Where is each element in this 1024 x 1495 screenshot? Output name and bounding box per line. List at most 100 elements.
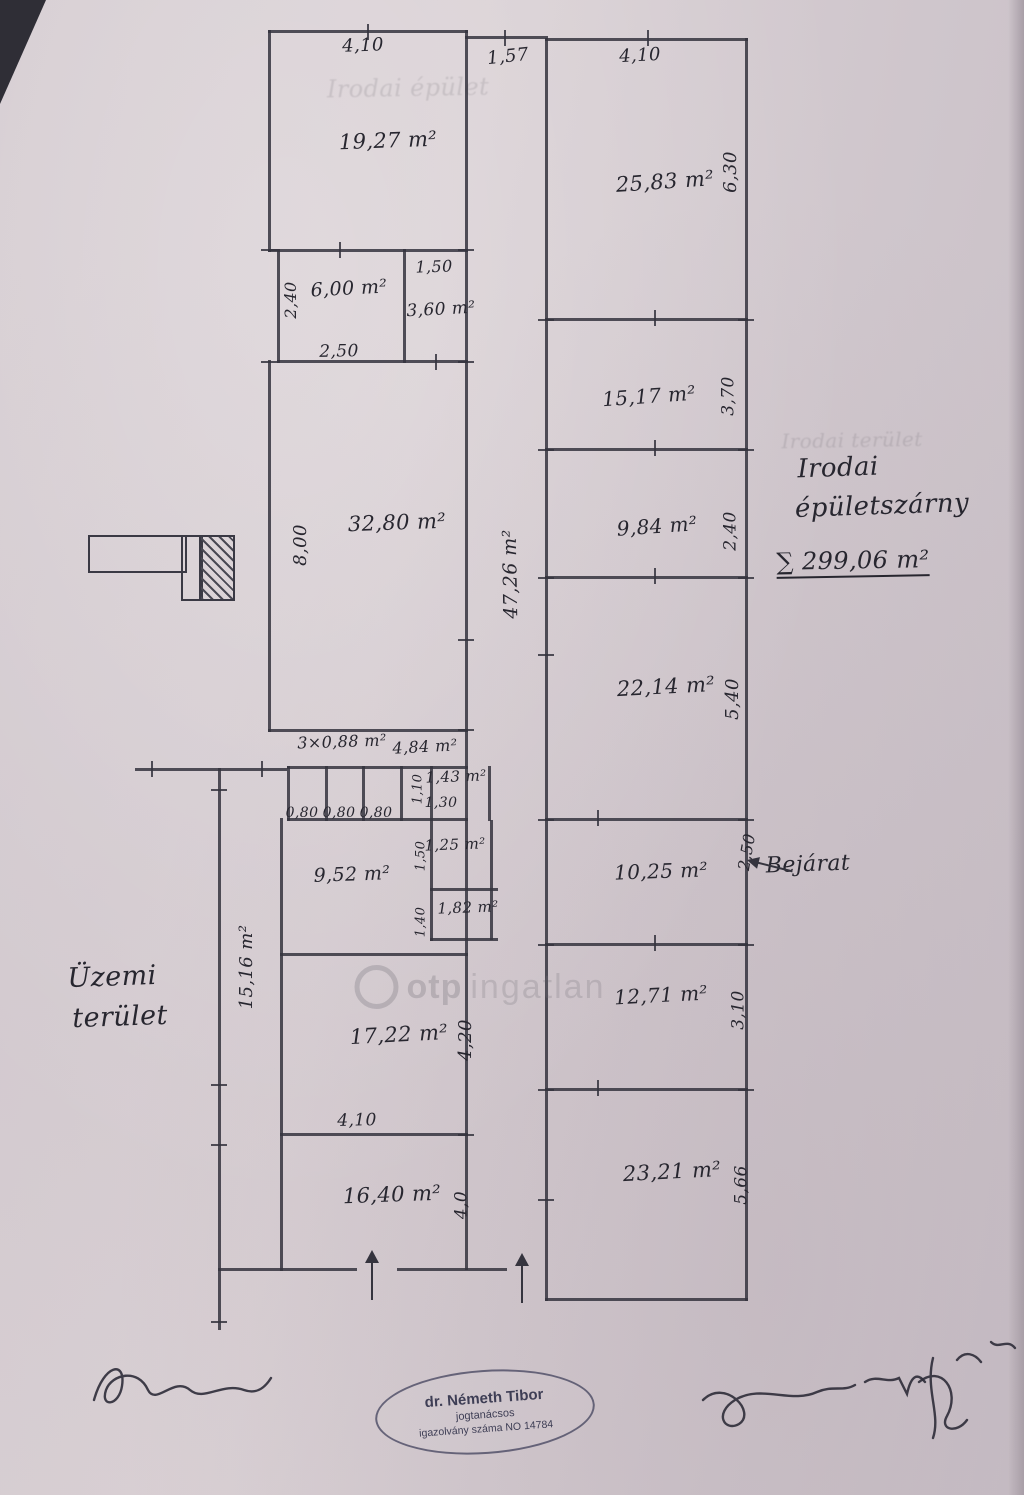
entrance-label: Bejárat xyxy=(765,850,851,879)
dim-label: 3,10 xyxy=(728,990,749,1030)
total-area-label: ∑ 299,06 m² xyxy=(776,545,930,579)
wall-segment xyxy=(465,30,468,1270)
wall-segment xyxy=(545,576,748,579)
room-label: 6,00 m² xyxy=(310,275,388,302)
dimension-tick xyxy=(738,319,754,321)
bleedthrough-text: Irodai terület xyxy=(781,426,923,454)
wall-segment xyxy=(403,249,406,363)
room-label: 32,80 m² xyxy=(347,508,447,537)
room-label: 16,40 m² xyxy=(342,1180,442,1209)
dim-label: 2,40 xyxy=(281,281,300,319)
wall-segment xyxy=(268,729,468,732)
room-label: 15,16 m² xyxy=(236,924,257,1010)
wing-title-line2: épületszárny xyxy=(794,487,970,525)
room-label: 23,21 m² xyxy=(622,1156,722,1187)
dimension-tick xyxy=(738,819,754,821)
room-label: 4,84 m² xyxy=(391,735,458,758)
dimension-tick xyxy=(458,729,474,731)
wall-segment xyxy=(325,766,328,821)
dimension-tick xyxy=(538,654,554,656)
dimension-tick xyxy=(538,1089,554,1091)
dimension-tick xyxy=(654,568,656,584)
wall-segment xyxy=(268,249,468,252)
wall-segment xyxy=(280,1133,468,1136)
dimension-tick xyxy=(261,249,277,251)
wall-segment xyxy=(490,820,493,940)
dimension-tick xyxy=(261,361,277,363)
dimension-tick xyxy=(538,819,554,821)
dimension-tick xyxy=(597,1080,599,1096)
dimension-tick xyxy=(538,944,554,946)
dimension-tick xyxy=(458,361,474,363)
watermark-logo-icon xyxy=(354,965,399,1009)
watermark-text: ingatlan xyxy=(470,967,606,1006)
door-arrow-icon xyxy=(365,1250,379,1300)
dimension-tick xyxy=(261,761,263,777)
dim-label: 2,50 xyxy=(319,341,359,362)
dim-label: 0,80 xyxy=(359,805,393,821)
dim-label: 6,30 xyxy=(720,151,741,193)
dim-label: 8,00 xyxy=(290,524,311,566)
dimension-tick xyxy=(738,944,754,946)
dimension-tick xyxy=(211,789,227,791)
watermark-text-bold: otp xyxy=(406,967,463,1006)
dimension-tick xyxy=(597,810,599,826)
dimension-tick xyxy=(211,1144,227,1146)
stamp-id: igazolvány száma NO 14784 xyxy=(418,1417,554,1440)
dimension-tick xyxy=(151,761,153,777)
site-detail-hatch xyxy=(199,535,235,601)
stamp-name: dr. Németh Tibor xyxy=(424,1385,544,1411)
dim-label: 2,40 xyxy=(720,511,741,551)
door-arrow-icon xyxy=(515,1253,529,1303)
dim-label: 1,10 xyxy=(410,773,426,805)
room-label: 1,43 m² xyxy=(425,766,487,787)
wall-segment xyxy=(268,30,271,252)
dim-label: 3,70 xyxy=(718,376,739,416)
room-label: 19,27 m² xyxy=(338,126,438,155)
wall-segment xyxy=(287,766,468,769)
wall-segment xyxy=(545,1298,748,1301)
dim-top-corridor: 1,57 xyxy=(486,43,530,70)
dimension-tick xyxy=(458,1134,474,1136)
dimension-tick xyxy=(458,249,474,251)
lawyer-stamp: dr. Németh Tibor jogtanácsos igazolvány … xyxy=(372,1362,598,1462)
dimension-tick xyxy=(211,1321,227,1323)
dimension-tick xyxy=(738,449,754,451)
dimension-tick xyxy=(654,935,656,951)
room-label: 1,82 m² xyxy=(437,897,499,918)
room-label: 9,52 m² xyxy=(313,862,391,887)
dim-top-left: 4,10 xyxy=(341,34,385,57)
wall-segment xyxy=(545,448,748,451)
wall-segment xyxy=(430,938,498,941)
wall-segment xyxy=(397,1268,507,1271)
room-label: 3×0,88 m² xyxy=(296,730,388,753)
dim-label: 0,80 xyxy=(322,805,356,821)
dimension-tick xyxy=(538,577,554,579)
site-detail-outline xyxy=(88,535,187,573)
dim-label: 1,50 xyxy=(415,256,453,277)
wall-segment xyxy=(430,888,498,891)
dim-label: 5,66 xyxy=(731,1165,752,1205)
room-label: 12,71 m² xyxy=(613,980,709,1010)
room-label: 9,84 m² xyxy=(615,511,699,541)
wall-segment xyxy=(545,818,748,821)
wall-segment xyxy=(218,1268,357,1271)
dimension-tick xyxy=(211,1084,227,1086)
room-label: 1,25 m² xyxy=(424,834,486,855)
wall-segment xyxy=(545,38,548,1301)
room-label: 15,17 m² xyxy=(601,380,697,412)
dimension-tick xyxy=(538,319,554,321)
dim-label: 1,50 xyxy=(413,840,429,872)
wing-title-line1: Irodai xyxy=(796,451,880,485)
dim-label: 5,40 xyxy=(722,678,743,720)
dimension-tick xyxy=(504,30,506,46)
wall-segment xyxy=(277,360,468,363)
dim-label: 4,20 xyxy=(455,1019,476,1061)
wall-segment xyxy=(745,38,748,1301)
dimension-tick xyxy=(654,310,656,326)
dim-label: 4,0 xyxy=(451,1190,472,1220)
dim-label: 0,80 xyxy=(285,805,319,821)
wall-segment xyxy=(465,36,548,39)
dimension-tick xyxy=(538,1199,554,1201)
